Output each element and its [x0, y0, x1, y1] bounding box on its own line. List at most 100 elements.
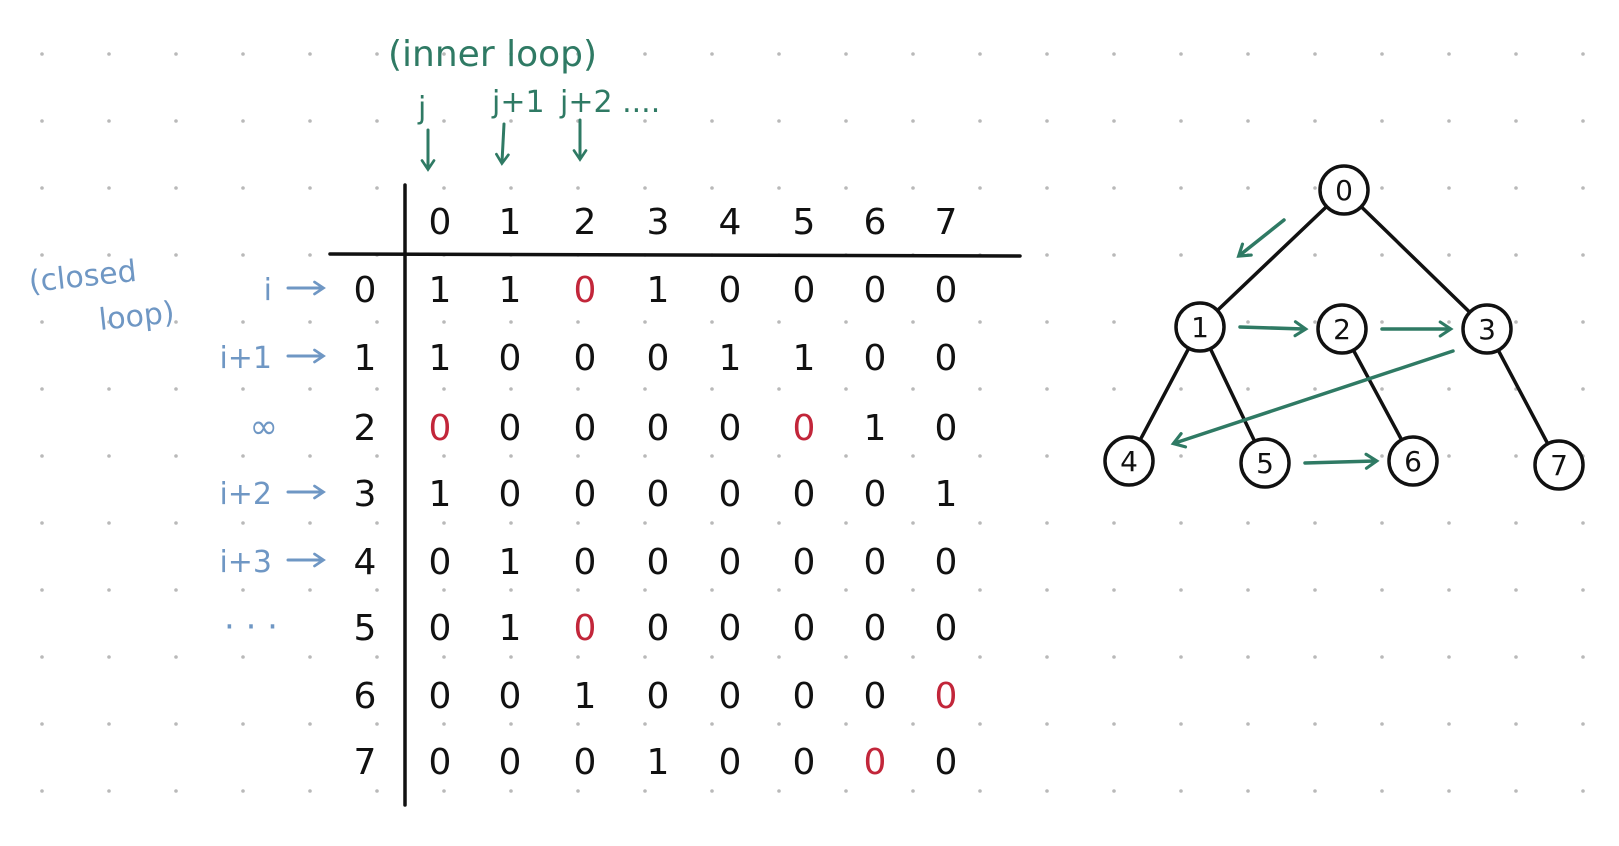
- grid-dot: [710, 655, 714, 659]
- matrix-cell: 0: [864, 676, 887, 717]
- grid-dot: [1514, 722, 1518, 726]
- row-marker: i+1: [219, 341, 272, 376]
- grid-dot: [1447, 454, 1451, 458]
- grid-dot: [1514, 119, 1518, 123]
- grid-dot: [1313, 387, 1317, 391]
- grid-dot: [710, 119, 714, 123]
- grid-dot: [375, 521, 379, 525]
- matrix-cell: 1: [864, 408, 887, 449]
- grid-dot: [1313, 789, 1317, 793]
- grid-dot: [174, 320, 178, 324]
- row-header: 6: [354, 676, 377, 717]
- grid-dot: [1179, 722, 1183, 726]
- grid-dot: [375, 655, 379, 659]
- grid-dot: [911, 119, 915, 123]
- grid-dot: [1581, 722, 1585, 726]
- grid-dot: [241, 655, 245, 659]
- grid-dot: [107, 253, 111, 257]
- grid-dot: [1112, 521, 1116, 525]
- row-header: 4: [354, 542, 377, 583]
- grid-dot: [1380, 253, 1384, 257]
- matrix-cell: 1: [574, 676, 597, 717]
- grid-dot: [107, 320, 111, 324]
- grid-dot: [1179, 186, 1183, 190]
- matrix-cell: 0: [864, 338, 887, 379]
- grid-dot: [174, 588, 178, 592]
- grid-dot: [1447, 320, 1451, 324]
- grid-dot: [1112, 387, 1116, 391]
- matrix-cell-highlighted: 0: [574, 270, 597, 311]
- grid-dot: [1380, 320, 1384, 324]
- matrix-cell: 0: [935, 542, 958, 583]
- grid-dot: [1514, 52, 1518, 56]
- tree-node-label: 1: [1191, 311, 1209, 344]
- tree-node-label: 2: [1333, 313, 1351, 346]
- grid-dot: [911, 722, 915, 726]
- grid-dot: [1246, 789, 1250, 793]
- matrix-cell: 1: [647, 270, 670, 311]
- grid-dot: [576, 722, 580, 726]
- matrix-cell: 0: [719, 474, 742, 515]
- grid-dot: [241, 253, 245, 257]
- grid-dot: [442, 52, 446, 56]
- inner-loop-label-j: j: [417, 91, 426, 126]
- grid-dot: [710, 722, 714, 726]
- grid-dot: [643, 52, 647, 56]
- matrix-cell: 0: [719, 608, 742, 649]
- grid-dot: [1447, 521, 1451, 525]
- matrix-cell: 0: [793, 474, 816, 515]
- grid-dot: [1514, 521, 1518, 525]
- grid-dot: [40, 722, 44, 726]
- grid-dot: [643, 789, 647, 793]
- traversal-arrow-icon: [1303, 452, 1380, 470]
- grid-dot: [1179, 253, 1183, 257]
- grid-dot: [509, 186, 513, 190]
- grid-dot: [1380, 722, 1384, 726]
- row-marker: ∞: [250, 407, 278, 447]
- row-marker: i+3: [219, 545, 272, 580]
- grid-dot: [174, 789, 178, 793]
- grid-dot: [375, 387, 379, 391]
- grid-dot: [107, 789, 111, 793]
- grid-dot: [844, 320, 848, 324]
- grid-dot: [174, 454, 178, 458]
- grid-dot: [978, 52, 982, 56]
- matrix-cell: 1: [647, 742, 670, 783]
- grid-dot: [1581, 655, 1585, 659]
- grid-dot: [241, 454, 245, 458]
- grid-dot: [241, 52, 245, 56]
- grid-dot: [911, 521, 915, 525]
- grid-dot: [978, 387, 982, 391]
- grid-dot: [1246, 52, 1250, 56]
- grid-dot: [509, 655, 513, 659]
- matrix-cell: 0: [499, 742, 522, 783]
- grid-dot: [710, 789, 714, 793]
- grid-dot: [1313, 52, 1317, 56]
- column-header: 5: [793, 202, 816, 243]
- grid-dot: [1112, 253, 1116, 257]
- grid-dot: [911, 320, 915, 324]
- grid-dot: [1581, 52, 1585, 56]
- matrix-cell: 0: [574, 338, 597, 379]
- grid-dot: [107, 588, 111, 592]
- matrix-cell-highlighted: 0: [429, 408, 452, 449]
- grid-dot: [241, 186, 245, 190]
- grid-dot: [1313, 186, 1317, 190]
- matrix-cell: 0: [935, 742, 958, 783]
- matrix-cell: 0: [647, 408, 670, 449]
- grid-dot: [174, 387, 178, 391]
- grid-dot: [174, 722, 178, 726]
- grid-dot: [40, 253, 44, 257]
- tree-node: [1461, 303, 1513, 355]
- grid-dot: [576, 521, 580, 525]
- grid-dot: [1380, 789, 1384, 793]
- matrix-cell: 0: [647, 338, 670, 379]
- grid-dot: [40, 52, 44, 56]
- grid-dot: [375, 454, 379, 458]
- matrix-cell: 0: [793, 542, 816, 583]
- grid-dot: [1514, 789, 1518, 793]
- matrix-cell: 0: [719, 408, 742, 449]
- grid-dot: [777, 655, 781, 659]
- grid-dot: [1380, 655, 1384, 659]
- row-header: 7: [354, 742, 377, 783]
